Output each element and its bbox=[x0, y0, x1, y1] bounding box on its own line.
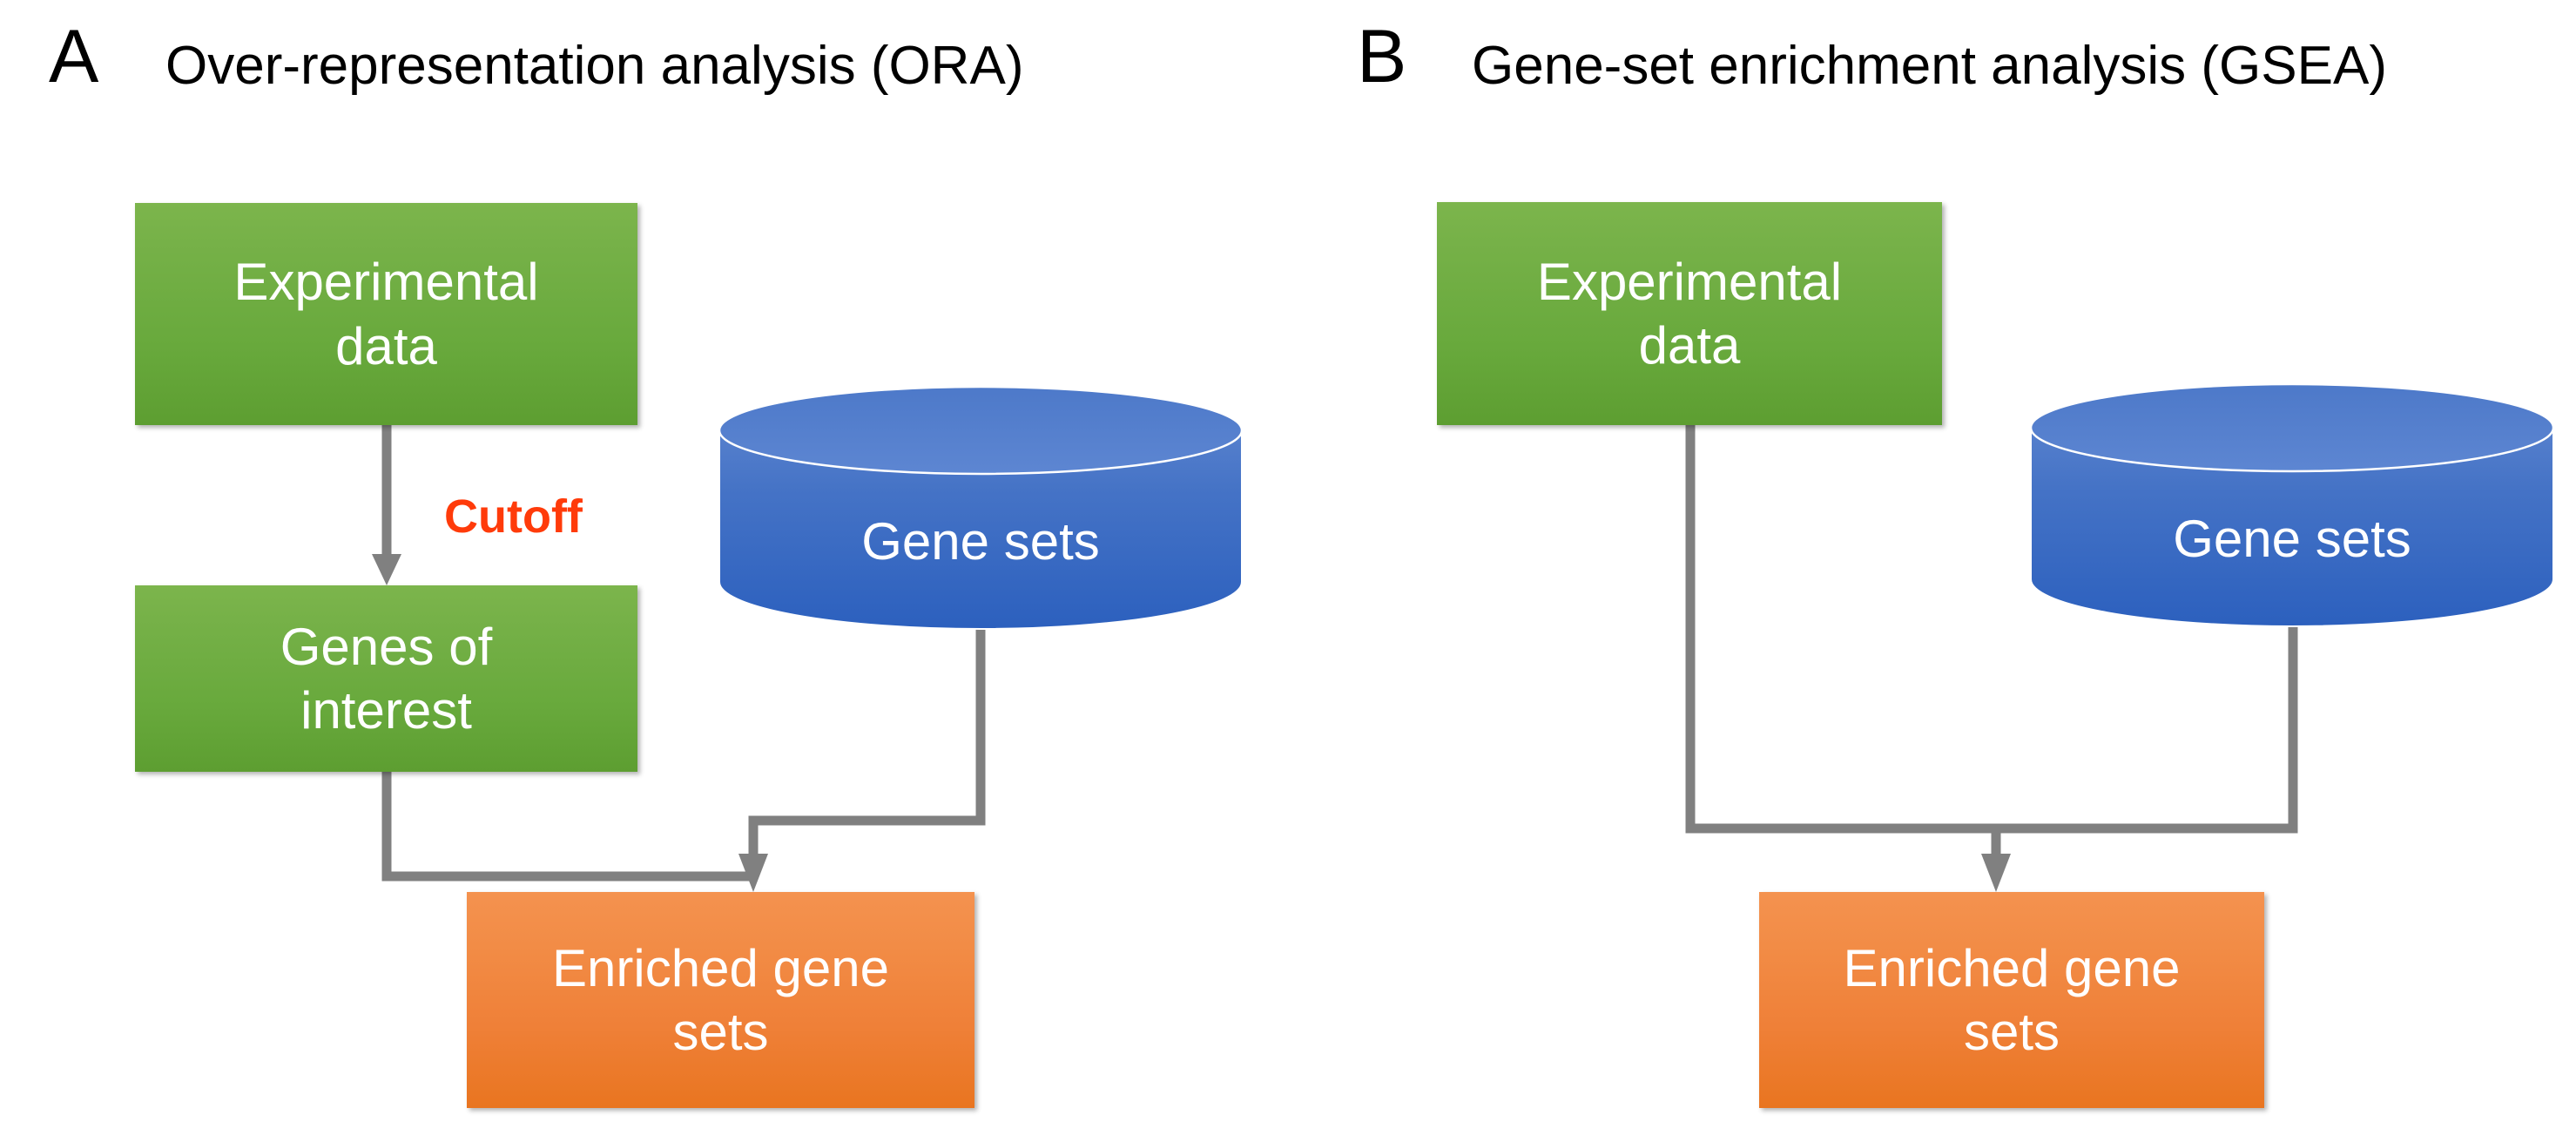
node-genes-of-interest[interactable]: Genes of interest bbox=[135, 585, 637, 772]
node-genes-of-interest-line1: Genes of bbox=[280, 617, 493, 676]
node-experimental-data-a-line2: data bbox=[335, 316, 437, 375]
node-gene-sets-a[interactable]: Gene sets bbox=[716, 383, 1245, 630]
panel-a-title: Over-representation analysis (ORA) bbox=[165, 36, 1024, 96]
node-genes-of-interest-line2: interest bbox=[300, 681, 472, 740]
connector-a-data-to-genes-arrowhead bbox=[372, 554, 401, 585]
database-cylinder-icon-b bbox=[2029, 382, 2555, 627]
node-enriched-gene-sets-a-line2: sets bbox=[672, 1003, 769, 1061]
connector-b-data-to-enriched bbox=[1685, 425, 1996, 834]
panel-b-title: Gene-set enrichment analysis (GSEA) bbox=[1472, 36, 2387, 96]
node-experimental-data-a-line1: Experimental bbox=[233, 253, 539, 312]
node-experimental-data-b-line1: Experimental bbox=[1536, 252, 1843, 311]
panel-a-letter: A bbox=[49, 15, 98, 98]
node-gene-sets-b[interactable]: Gene sets bbox=[2027, 381, 2557, 627]
connector-a-merge-arrowhead bbox=[738, 854, 768, 892]
connector-a-genesets-to-enriched bbox=[748, 629, 986, 858]
cutoff-label: Cutoff bbox=[444, 490, 583, 543]
panel-b-letter: B bbox=[1357, 15, 1406, 98]
node-enriched-gene-sets-b[interactable]: Enriched gene sets bbox=[1759, 892, 2264, 1108]
connector-b-merge-arrowhead bbox=[1981, 854, 2011, 892]
node-enriched-gene-sets-b-line2: sets bbox=[1963, 1003, 2060, 1061]
node-experimental-data-a[interactable]: Experimental data bbox=[135, 203, 637, 425]
node-experimental-data-b-line2: data bbox=[1638, 316, 1741, 375]
connector-b-genesets-to-enriched bbox=[1991, 625, 2298, 858]
node-enriched-gene-sets-b-line1: Enriched gene bbox=[1843, 938, 2181, 997]
database-cylinder-icon-a bbox=[718, 385, 1244, 630]
node-experimental-data-b[interactable]: Experimental data bbox=[1437, 202, 1942, 425]
connector-a-genes-to-enriched bbox=[381, 772, 753, 882]
node-enriched-gene-sets-a[interactable]: Enriched gene sets bbox=[467, 892, 974, 1108]
node-enriched-gene-sets-a-line1: Enriched gene bbox=[552, 938, 889, 997]
